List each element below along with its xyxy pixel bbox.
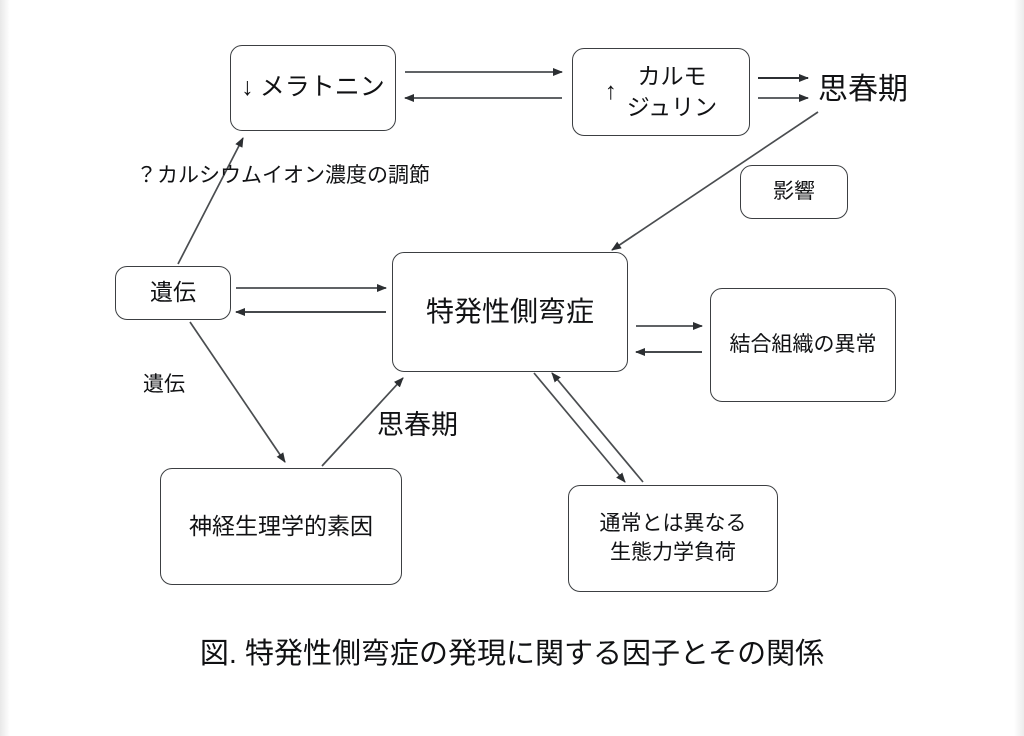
edge-neuro-to-scoliosis <box>321 377 404 467</box>
node-scoliosis-label: 特発性側弯症 <box>425 296 594 328</box>
label-puberty-top: 思春期 <box>818 73 908 106</box>
edge-puberty-to-scoliosis <box>611 111 819 251</box>
node-melatonin[interactable]: ↓メラトニン <box>230 45 396 131</box>
down-arrow-icon: ↓ <box>241 73 254 102</box>
node-influence-label: 影響 <box>773 179 815 203</box>
node-biomech-label-line1: 通常とは異なる <box>599 512 747 536</box>
label-puberty-middle: 思春期 <box>377 410 458 440</box>
node-connective-label: 結合組織の異常 <box>729 332 877 356</box>
node-melatonin-label: メラトニン <box>259 73 385 102</box>
label-calcium-ion-regulation: ？カルシウムイオン濃度の調節 <box>136 164 430 187</box>
edge-biomech-to-scoliosis <box>551 372 644 483</box>
node-connective-tissue-abnormality[interactable]: 結合組織の異常 <box>710 288 896 402</box>
figure-caption: 図. 特発性側弯症の発現に関する因子とその関係 <box>199 638 825 670</box>
edge-heredity-to-neuro <box>189 321 286 463</box>
edge-heredity-to-melatonin <box>177 137 244 265</box>
edge-scoliosis-to-biomech <box>533 372 626 483</box>
node-heredity-label: 遺伝 <box>150 279 196 306</box>
node-heredity[interactable]: 遺伝 <box>115 266 231 320</box>
node-biomech-label-line2: 生態力学負荷 <box>610 540 736 564</box>
label-heredity-edge: 遺伝 <box>143 373 185 396</box>
node-calmodulin-label-line2: ジュリン <box>626 94 718 120</box>
node-calmodulin-label-line1: カルモ <box>637 62 707 89</box>
node-neuro-label: 神経生理学的素因 <box>189 512 373 539</box>
node-neurophysiological-predisposition[interactable]: 神経生理学的素因 <box>160 468 402 585</box>
node-influence[interactable]: 影響 <box>740 165 848 219</box>
node-idiopathic-scoliosis[interactable]: 特発性側弯症 <box>392 252 628 372</box>
node-abnormal-biomechanical-load[interactable]: 通常とは異なる 生態力学負荷 <box>568 485 778 592</box>
node-calmodulin[interactable]: ↑ カルモ ジュリン <box>572 48 750 136</box>
up-arrow-icon: ↑ <box>604 77 617 105</box>
